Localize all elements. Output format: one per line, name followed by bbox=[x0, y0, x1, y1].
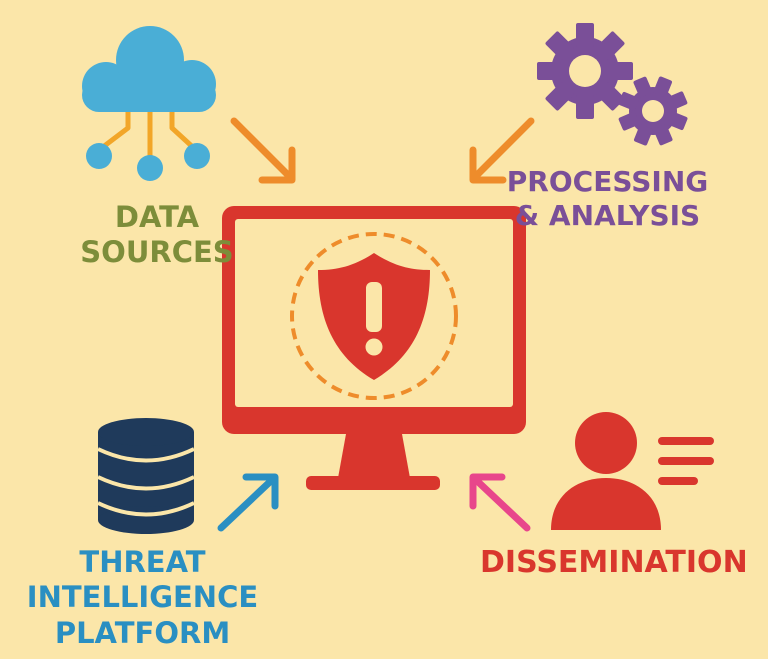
platform-label-line-3: PLATFORM bbox=[54, 615, 231, 650]
data-sources-label-line-1: DATA bbox=[114, 200, 200, 234]
platform-label-line-2: INTELLIGENCE bbox=[26, 580, 259, 615]
data-sources-label-line-2: SOURCES bbox=[80, 235, 234, 270]
shield-alert-icon bbox=[290, 232, 458, 400]
processing-label-line-1: PROCESSING bbox=[506, 165, 709, 198]
report-line-2 bbox=[658, 457, 714, 465]
database-icon bbox=[97, 418, 195, 534]
arrow-from-processing bbox=[469, 117, 535, 184]
dissemination-label: DISSEMINATION bbox=[480, 545, 748, 582]
network-node-right bbox=[184, 143, 210, 169]
user-body bbox=[551, 478, 661, 530]
processing-label-line-2: & ANALYSIS bbox=[514, 199, 701, 233]
dissemination-label-line-1: DISSEMINATION bbox=[480, 545, 748, 580]
database-band-3 bbox=[97, 501, 195, 517]
arrow-from-data-sources bbox=[230, 117, 296, 184]
database-top bbox=[98, 418, 194, 446]
report-line-1 bbox=[658, 437, 714, 445]
arrow-from-dissemination bbox=[469, 473, 531, 532]
network-node-left bbox=[86, 143, 112, 169]
database-band-2 bbox=[97, 475, 195, 491]
arrow-from-platform bbox=[217, 473, 279, 532]
user-head bbox=[575, 412, 637, 474]
processing-label: PROCESSING & ANALYSIS bbox=[500, 165, 715, 233]
user-report-icon bbox=[551, 412, 714, 530]
small-gear bbox=[618, 76, 688, 146]
report-line-3 bbox=[658, 477, 698, 485]
monitor-base bbox=[306, 476, 440, 490]
large-gear bbox=[537, 23, 633, 119]
exclamation-bar bbox=[366, 282, 382, 332]
network-node-center bbox=[137, 155, 163, 181]
cloud-shape bbox=[82, 26, 216, 112]
dashed-ring bbox=[290, 232, 458, 400]
exclamation-dot bbox=[365, 338, 383, 356]
gears-icon bbox=[537, 23, 688, 146]
monitor-neck bbox=[338, 434, 410, 478]
platform-label-line-1: THREAT bbox=[79, 545, 206, 579]
data-sources-label: DATA SOURCES bbox=[62, 200, 252, 271]
cloud-network-icon bbox=[82, 26, 216, 181]
database-band-1 bbox=[97, 447, 195, 463]
database-body bbox=[98, 432, 194, 520]
threat-intelligence-platform-label: THREAT INTELLIGENCE PLATFORM bbox=[20, 545, 265, 651]
network-lines bbox=[96, 105, 199, 163]
